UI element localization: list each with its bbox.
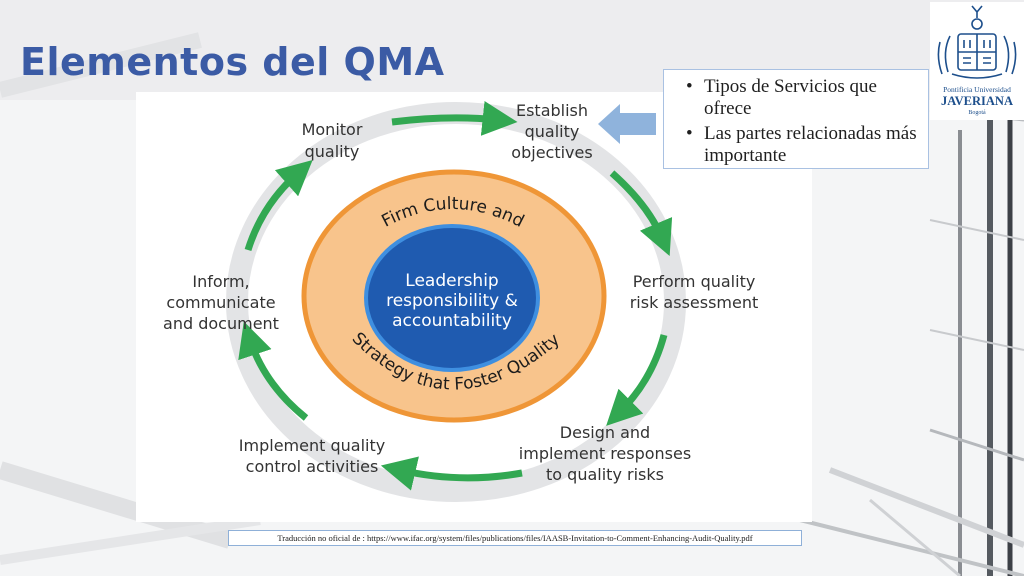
step-perform-risk-assessment: Perform quality risk assessment — [630, 272, 759, 312]
svg-text:Design and: Design and — [560, 423, 650, 442]
callout-list: Tipos de Servicios que ofrece Las partes… — [686, 76, 920, 167]
center-circle — [364, 224, 540, 372]
svg-text:objectives: objectives — [511, 143, 592, 162]
university-logo: Pontificia Universidad JAVERIANA Bogotá — [930, 2, 1024, 120]
page-title: Elementos del QMA — [20, 40, 445, 84]
svg-text:Perform quality: Perform quality — [633, 272, 756, 291]
step-inform-communicate: Inform, communicate and document — [163, 272, 279, 333]
arrow-inform-to-monitor — [244, 159, 313, 252]
svg-text:communicate: communicate — [166, 293, 275, 312]
step-establish-objectives: Establish quality objectives — [511, 101, 592, 162]
arrow-design-to-implement — [380, 456, 523, 491]
svg-text:Establish: Establish — [516, 101, 588, 120]
logo-line3: Bogotá — [968, 110, 986, 116]
svg-text:Implement quality: Implement quality — [239, 436, 385, 455]
arrow-establish-to-perform — [609, 170, 673, 257]
svg-text:risk assessment: risk assessment — [630, 293, 759, 312]
source-footnote: Traducción no oficial de : https://www.i… — [228, 530, 802, 546]
svg-text:control activities: control activities — [246, 457, 379, 476]
svg-text:quality: quality — [305, 142, 360, 161]
logo-line1: Pontificia Universidad — [943, 85, 1011, 94]
logo-line2: JAVERIANA — [941, 94, 1013, 108]
svg-text:accountability: accountability — [392, 311, 512, 331]
callout-item: Las partes relacionadas más importante — [686, 123, 920, 167]
cycle-ring — [226, 102, 686, 502]
step-implement-control: Implement quality control activities — [239, 436, 385, 476]
step-monitor-quality: Monitor quality — [302, 120, 363, 161]
svg-text:and document: and document — [163, 314, 279, 333]
crest-icon — [937, 5, 1017, 79]
svg-text:to quality risks: to quality risks — [546, 465, 664, 484]
svg-text:implement responses: implement responses — [519, 444, 691, 463]
svg-text:responsibility &: responsibility & — [386, 291, 518, 311]
step-design-responses: Design and implement responses to qualit… — [519, 423, 691, 484]
svg-text:Inform,: Inform, — [192, 272, 249, 291]
callout-box: Tipos de Servicios que ofrece Las partes… — [663, 69, 929, 169]
callout-item: Tipos de Servicios que ofrece — [686, 76, 920, 120]
svg-text:Leadership: Leadership — [405, 271, 498, 291]
center-label: Leadership responsibility & accountabili… — [386, 271, 518, 331]
arrow-perform-to-design — [606, 334, 668, 426]
svg-text:Monitor: Monitor — [302, 120, 363, 139]
arrow-monitor-to-establish — [391, 101, 518, 136]
svg-text:quality: quality — [525, 122, 580, 141]
callout-arrow-icon — [598, 104, 656, 144]
arrow-implement-to-inform — [238, 321, 309, 421]
